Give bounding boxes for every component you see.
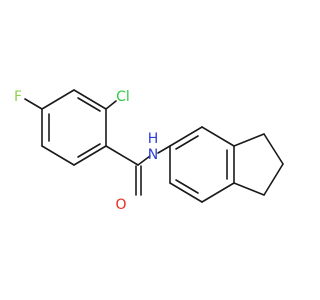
- bond: [73, 89, 107, 110]
- fluorobenzene-ring: [41, 89, 107, 166]
- bond: [263, 133, 284, 165]
- bond-c-f: [24, 98, 43, 110]
- double-bond-inner: [77, 97, 101, 112]
- atom-label-cl: Cl: [116, 89, 130, 105]
- double-bond-inner: [175, 135, 199, 150]
- indane-aromatic-ring: [169, 126, 235, 203]
- bond-ring-carbonyl: [105, 145, 139, 166]
- double-bond-inner: [77, 143, 101, 158]
- atom-label-o: O: [115, 197, 126, 213]
- atom-label-f: F: [14, 89, 22, 105]
- bond-n-ring: [157, 145, 171, 154]
- bond: [201, 126, 235, 147]
- bond: [201, 182, 235, 203]
- bond-c-n: [137, 155, 151, 166]
- bond: [169, 182, 203, 203]
- bond: [233, 133, 265, 147]
- bond: [169, 126, 203, 147]
- atom-label-n: N: [148, 147, 158, 163]
- molecule-canvas: F Cl O H N: [14, 89, 284, 213]
- double-bond-inner: [175, 179, 199, 194]
- bond: [41, 145, 75, 166]
- bond: [263, 163, 284, 196]
- bond: [41, 89, 75, 110]
- bond-c-cl: [105, 100, 117, 110]
- bond: [233, 182, 265, 196]
- cyclopentane-ring: [233, 133, 284, 196]
- structure-drawing: F Cl O H N: [14, 89, 284, 213]
- atom-label-h: H: [148, 131, 159, 147]
- bond: [73, 145, 107, 166]
